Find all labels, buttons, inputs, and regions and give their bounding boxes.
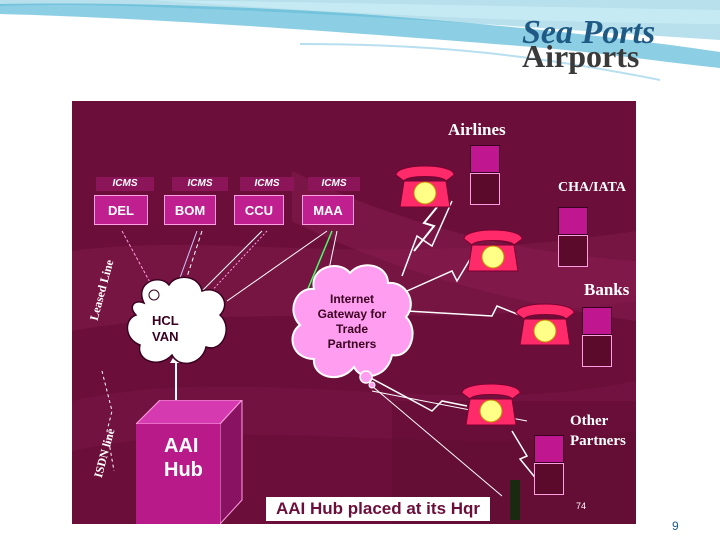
airlines-label: Airlines	[448, 120, 506, 139]
slide-ref-number: 74	[576, 501, 587, 511]
hcl-van-cloud	[126, 276, 227, 365]
other-partners-label: Other Partners	[570, 413, 626, 449]
divider-post	[510, 480, 520, 520]
icms-code-del: DEL	[94, 195, 148, 225]
slide-header-decoration	[0, 0, 720, 81]
icms-tag: ICMS	[308, 177, 360, 191]
footer-caption: AAI Hub placed at its Hqr	[266, 497, 491, 521]
icms-tag: ICMS	[172, 177, 228, 191]
cha-iata-terminal	[558, 207, 588, 267]
cha-iata-label: CHA/IATA	[558, 180, 626, 195]
phone-airlines-icon	[395, 165, 455, 208]
internet-gateway-cloud	[291, 264, 414, 389]
banks-label: Banks	[584, 280, 630, 299]
network-diagram: ICMS DEL ICMS BOM ICMS CCU ICMS MAA Leas…	[72, 101, 636, 524]
slide-title-airports: Airports	[522, 38, 640, 74]
hcl-van-label: HCL VAN	[152, 313, 179, 344]
aai-hub-label: AAI Hub	[136, 424, 220, 524]
airlines-terminal	[470, 145, 500, 205]
icms-code-maa: MAA	[302, 195, 354, 225]
slide-title-sea-ports: Sea Ports	[522, 14, 656, 51]
icms-code-ccu: CCU	[234, 195, 284, 225]
icms-tag: ICMS	[96, 177, 154, 191]
icms-tag: ICMS	[240, 177, 294, 191]
aai-hub-cube	[136, 400, 243, 524]
gateway-label: Internet Gateway for Trade Partners	[317, 292, 387, 351]
phone-banks-icon	[515, 303, 575, 346]
icms-code-bom: BOM	[164, 195, 216, 225]
phone-cha-iata-icon	[463, 229, 523, 272]
other-partners-terminal	[534, 435, 564, 495]
page-number: 9	[672, 519, 679, 533]
banks-terminal	[582, 307, 612, 367]
phone-other-partners-icon	[461, 383, 521, 426]
